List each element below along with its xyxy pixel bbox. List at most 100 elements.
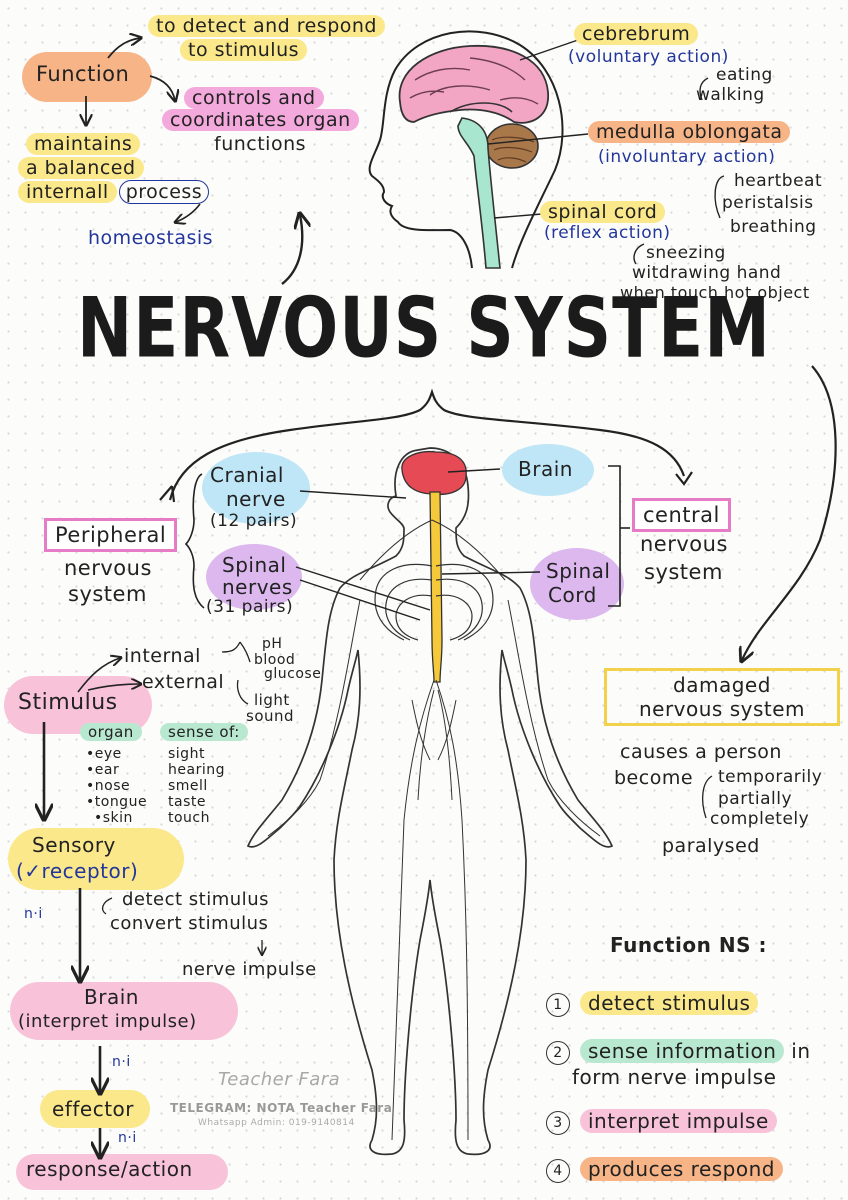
organ-list: •eye •ear •nose •tongue •skin <box>86 746 147 826</box>
organ-item: •skin <box>94 810 133 826</box>
sense-item: smell <box>168 778 208 794</box>
light-text: light <box>254 691 290 709</box>
damaged-box: damaged nervous system <box>604 668 840 726</box>
organ-item: •eye <box>86 746 122 762</box>
effector-blob <box>40 1090 150 1128</box>
spinal-cord-hl: spinal cord <box>540 201 666 223</box>
body-brain <box>401 450 467 496</box>
function-ns-text-2: sense information <box>580 1039 785 1063</box>
sensory-blob <box>8 828 184 890</box>
spinal-cord-label: spinal cord <box>540 201 666 224</box>
sensory-text-2: (✓receptor) <box>16 859 139 883</box>
blood-text-2: glucose <box>264 666 322 682</box>
maintains-hl-1: maintains <box>26 133 141 155</box>
function-ns-line2: form nerve impulse <box>572 1065 777 1089</box>
sense-list: sight hearing smell taste touch <box>168 746 225 826</box>
peripheral-text-3: system <box>68 582 147 606</box>
watermark-line2: Whatsapp Admin: 019-9140814 <box>198 1118 355 1128</box>
ph-text: pH <box>262 636 283 652</box>
detect-text: detect stimulus <box>122 889 269 910</box>
withdrawing-text-2: when touch hot object <box>620 283 810 302</box>
ni-label-2: n·i <box>112 1054 131 1070</box>
flow-brain-text: Brain <box>84 985 139 1009</box>
breathing-text: breathing <box>730 217 817 237</box>
organ-item: •ear <box>86 762 120 778</box>
corpus <box>449 102 513 113</box>
temporarily-text: temporarily <box>718 767 823 787</box>
flow-brain-blob <box>10 982 238 1040</box>
response-blob <box>16 1154 228 1190</box>
withdrawing-text-1: witdrawing hand <box>632 263 782 283</box>
number-badge: 1 <box>546 992 570 1017</box>
sound-text: sound <box>246 707 295 725</box>
number-badge: 3 <box>546 1110 570 1135</box>
spinal-cord-body-text-1: Spinal <box>546 559 611 583</box>
controls-hl-2: coordinates organ <box>162 109 359 131</box>
stimulus-label: Stimulus <box>18 690 118 715</box>
cebrebrum-label: cebrebrum <box>574 23 699 46</box>
internal-text: internal <box>124 645 201 667</box>
reflex-text: (reflex action) <box>544 223 671 243</box>
spinal-cord-body-text-2: Cord <box>548 583 597 607</box>
central-text-3: system <box>644 560 723 584</box>
partially-text: partially <box>718 789 793 809</box>
ribs <box>374 563 494 641</box>
sense-item: touch <box>168 810 210 826</box>
damaged-text-2: nervous system <box>638 697 806 721</box>
brain-body-label: Brain <box>518 457 573 481</box>
respond-text-1: to detect and respond <box>148 15 385 38</box>
cranial-text-3: (12 pairs) <box>210 511 298 531</box>
function-ns-header: Function NS : <box>610 933 767 957</box>
ni-label-1: n·i <box>24 906 43 922</box>
walking-text: walking <box>696 85 765 105</box>
paralysed-text: paralysed <box>662 835 760 857</box>
maintains-text-1: maintains <box>26 133 141 156</box>
ni-label-3: n·i <box>118 1130 137 1146</box>
number-badge: 4 <box>546 1158 570 1183</box>
respond-text-2: to stimulus <box>180 39 308 62</box>
spinal-cord-blob <box>530 548 624 620</box>
cerebellum <box>485 123 539 169</box>
organ-item: •tongue <box>86 794 148 810</box>
sensory-text-1: Sensory <box>32 833 116 857</box>
spinal-nerves-text-2: nerves <box>222 575 293 599</box>
cebrebrum-hl: cebrebrum <box>574 23 699 45</box>
nerve-impulse-text: nerve impulse <box>182 959 317 980</box>
medulla-hl: medulla oblongata <box>588 121 791 143</box>
peripheral-text-2: nervous <box>64 556 152 580</box>
sneezing-text: sneezing <box>646 243 726 263</box>
function-ns-suffix-2: in <box>791 1039 811 1063</box>
cranial-text-2: nerve <box>226 487 286 511</box>
medulla-label: medulla oblongata <box>588 121 791 144</box>
maintains-hl-3: internall <box>18 181 117 203</box>
maintains-text-2: a balanced <box>18 157 144 180</box>
respond-hl-1: to detect and respond <box>148 15 385 37</box>
heartbeat-text: heartbeat <box>734 171 823 191</box>
cranial-blob <box>202 452 310 524</box>
organ-item: •nose <box>86 778 131 794</box>
convert-text: convert stimulus <box>110 913 269 934</box>
sense-item: hearing <box>168 762 225 778</box>
blood-text-1: blood <box>254 652 296 668</box>
external-text: external <box>142 671 225 693</box>
homeostasis-text: homeostasis <box>88 227 214 249</box>
brain-label-blob <box>502 444 594 496</box>
become-text: become <box>614 767 694 789</box>
cranial-text-1: Cranial <box>210 463 284 487</box>
interpret-text: (interpret impulse) <box>18 1011 197 1032</box>
effector-text: effector <box>52 1097 134 1121</box>
function-ns-text-1: detect stimulus <box>580 991 759 1015</box>
organ-hl: organ <box>80 723 142 741</box>
spinal-nerves-text-3: (31 pairs) <box>206 597 294 617</box>
page-title: NERVOUS SYSTEM <box>77 280 771 377</box>
body-figure <box>246 447 614 1156</box>
peristalsis-text: peristalsis <box>722 193 814 213</box>
controls-text-1: controls and <box>184 87 324 110</box>
central-box: central <box>632 498 731 533</box>
response-text: response/action <box>26 1157 193 1181</box>
maintains-hl-2: a balanced <box>18 157 144 179</box>
central-text-2: nervous <box>640 532 728 556</box>
